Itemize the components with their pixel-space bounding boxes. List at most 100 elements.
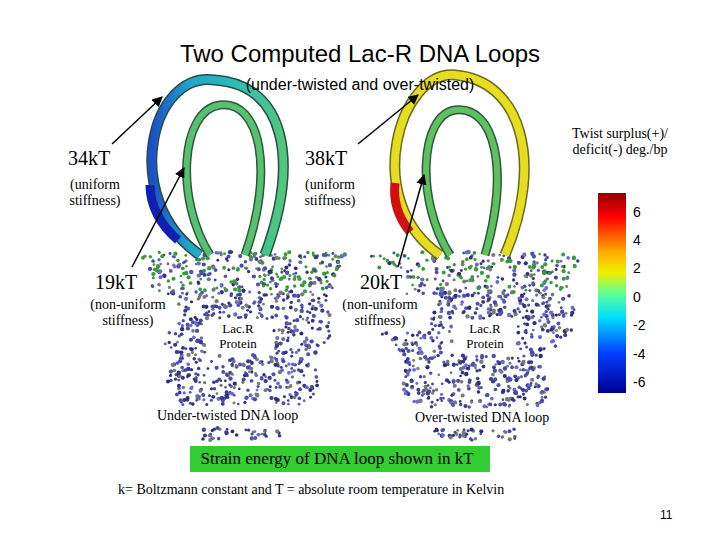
protein-atom <box>276 364 279 367</box>
protein-atom <box>203 313 207 317</box>
protein-atom <box>268 389 271 392</box>
protein-atom <box>555 313 558 316</box>
protein-atom <box>245 304 249 308</box>
protein-atom <box>173 369 177 373</box>
protein-atom <box>334 254 338 258</box>
protein-atom <box>494 363 497 366</box>
protein-atom <box>513 309 517 313</box>
protein-atom <box>328 263 332 267</box>
protein-atom <box>384 331 388 335</box>
protein-atom <box>565 276 569 280</box>
protein-atom <box>158 283 161 286</box>
protein-atom <box>200 350 203 353</box>
protein-atom <box>525 297 529 301</box>
protein-atom <box>236 267 240 271</box>
protein-atom <box>500 258 504 262</box>
protein-atom <box>230 363 233 366</box>
protein-atom <box>509 266 512 269</box>
protein-atom <box>225 391 228 394</box>
protein-atom <box>253 397 257 401</box>
protein-atom <box>241 306 245 310</box>
protein-atom <box>289 306 293 310</box>
protein-atom <box>235 365 239 369</box>
protein-atom <box>216 426 220 430</box>
protein-atom <box>482 317 485 320</box>
protein-atom <box>439 351 443 355</box>
protein-atom <box>178 334 181 337</box>
protein-atom <box>331 252 334 255</box>
protein-atom <box>309 396 312 399</box>
protein-atom <box>464 363 468 367</box>
protein-atom <box>432 291 436 295</box>
protein-atom <box>502 402 506 406</box>
protein-atom <box>513 265 517 269</box>
protein-atom <box>260 315 263 318</box>
protein-atom <box>299 357 303 361</box>
protein-atom <box>258 275 261 278</box>
protein-atom <box>523 341 526 344</box>
protein-atom <box>419 375 423 379</box>
protein-atom <box>248 370 251 373</box>
protein-atom <box>169 369 173 373</box>
protein-atom <box>276 382 280 386</box>
protein-atom <box>564 333 567 336</box>
protein-atom <box>545 305 549 309</box>
protein-atom <box>325 265 328 268</box>
protein-atom <box>285 321 289 325</box>
protein-atom <box>462 252 465 255</box>
protein-atom <box>404 347 407 350</box>
protein-atom <box>308 346 311 349</box>
protein-atom <box>281 329 285 333</box>
protein-atom <box>460 380 464 384</box>
protein-atom <box>532 315 535 318</box>
protein-atom <box>420 351 424 355</box>
protein-atom <box>289 348 292 351</box>
protein-atom <box>538 365 542 369</box>
protein-atom <box>268 270 272 274</box>
protein-atom <box>287 295 290 298</box>
protein-atom <box>551 326 554 329</box>
protein-atom <box>528 265 532 269</box>
protein-atom <box>192 357 196 361</box>
protein-atom <box>332 273 336 277</box>
protein-atom <box>521 388 525 392</box>
protein-atom <box>274 314 278 318</box>
protein-atom <box>203 374 206 377</box>
protein-atom <box>225 390 229 394</box>
protein-atom <box>435 388 438 391</box>
protein-atom <box>220 254 223 257</box>
protein-atom <box>191 351 194 354</box>
protein-atom <box>513 285 516 288</box>
protein-atom <box>278 385 282 389</box>
protein-atom <box>406 357 410 361</box>
protein-atom <box>221 370 225 374</box>
protein-atom <box>277 350 280 353</box>
protein-atom <box>242 363 246 367</box>
protein-atom <box>561 253 565 257</box>
protein-atom <box>215 366 219 370</box>
protein-atom <box>309 339 313 343</box>
protein-atom <box>572 256 576 260</box>
protein-atom <box>307 362 310 365</box>
protein-atom <box>202 304 206 308</box>
protein-atom <box>439 289 443 293</box>
protein-atom <box>515 282 518 285</box>
protein-atom <box>204 289 207 292</box>
protein-atom <box>246 309 249 312</box>
protein-atom <box>536 376 539 379</box>
protein-atom <box>451 310 454 313</box>
protein-atom <box>299 315 302 318</box>
protein-atom <box>487 265 491 269</box>
protein-atom <box>185 293 188 296</box>
protein-atom <box>151 259 155 263</box>
protein-atom <box>169 252 172 255</box>
protein-atom <box>327 329 330 332</box>
protein-atom <box>447 300 450 303</box>
protein-atom <box>273 379 276 382</box>
pointer-arrow <box>132 168 184 267</box>
protein-atom <box>329 284 333 288</box>
protein-atom <box>321 287 325 291</box>
protein-atom <box>437 331 440 334</box>
protein-atom <box>285 285 289 289</box>
protein-atom <box>225 372 228 375</box>
